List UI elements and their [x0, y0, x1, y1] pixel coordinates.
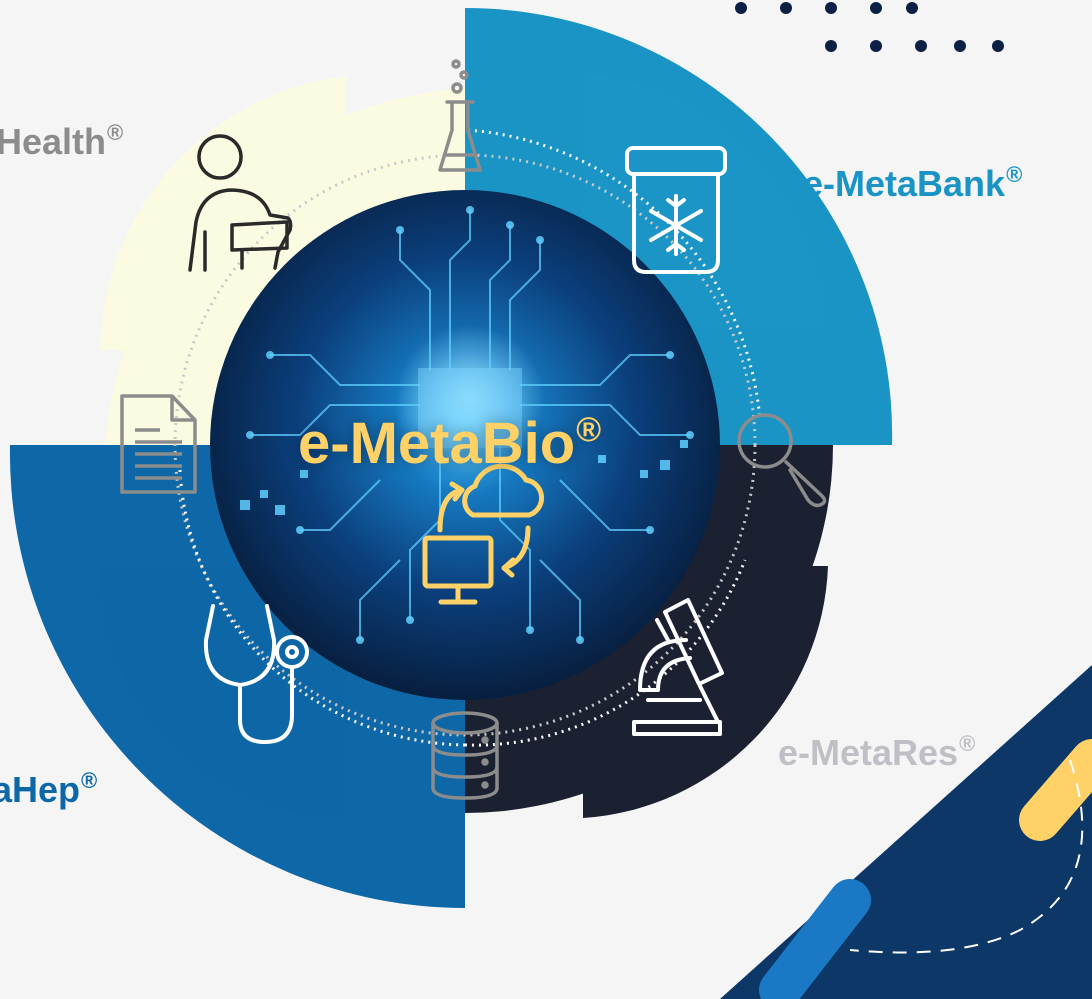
magnifier-icon — [737, 413, 827, 508]
database-icon — [431, 711, 499, 800]
segment-label-bank: e-MetaBank® — [803, 162, 1023, 204]
document-icon — [120, 394, 197, 494]
dot-pattern — [735, 2, 1004, 52]
stethoscope-icon — [203, 604, 309, 744]
segment-label-hep: aHep® — [0, 768, 98, 810]
corner-decoration — [720, 665, 1092, 999]
patient-arm-sling-icon — [188, 134, 293, 272]
card-res — [583, 566, 828, 818]
flask-icon — [438, 59, 482, 172]
card-hep — [99, 567, 346, 818]
specimen-freezer-jar-icon — [625, 146, 727, 274]
card-bank — [583, 73, 826, 325]
segment-label-res: e-MetaRes® — [778, 731, 976, 773]
microscope-icon — [632, 598, 724, 736]
center-title: e-MetaBio® — [298, 411, 602, 476]
cloud-computer-sync-icon — [422, 463, 545, 605]
segment-label-health: Health® — [0, 120, 124, 162]
circuit-disc — [210, 190, 720, 700]
